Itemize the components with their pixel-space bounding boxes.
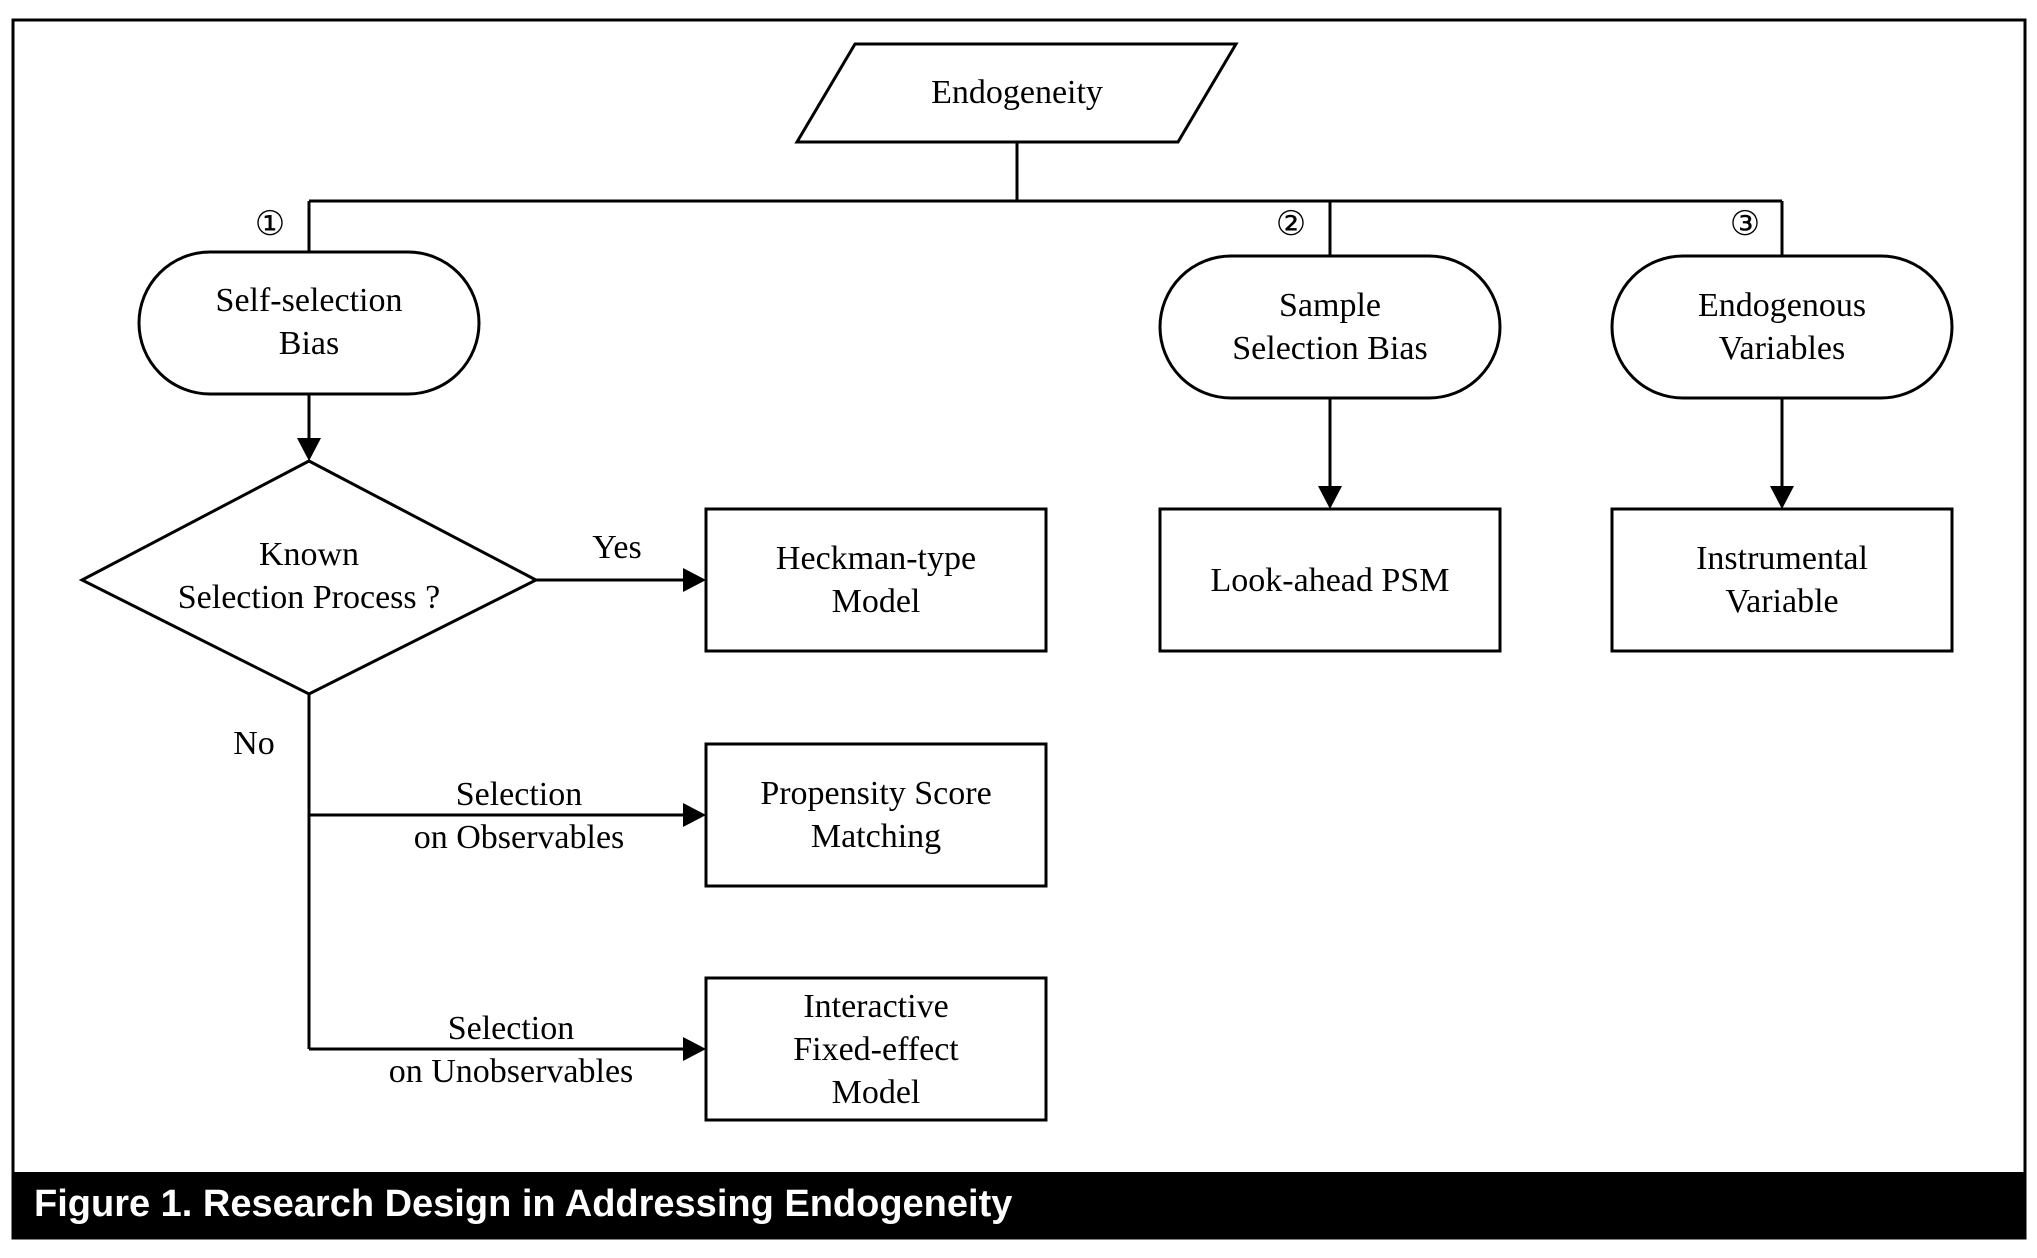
marker-3: ③ (1730, 206, 1760, 243)
ife-box (704, 976, 1048, 1122)
node-endogenous-variables: Endogenous Variables (1610, 254, 1954, 400)
ife-line-2: Fixed-effect (793, 1031, 959, 1068)
node-interactive-fixed-effect: Interactive Fixed-effect Model (704, 976, 1048, 1122)
figure-caption: Figure 1. Research Design in Addressing … (34, 1183, 1012, 1225)
edge-label-no: No (233, 725, 275, 762)
marker-2: ② (1276, 206, 1306, 243)
node-instrumental-variable: Instrumental Variable (1610, 507, 1954, 653)
node-known-selection-process: Known Selection Process ? (78, 459, 540, 696)
heckman-line-2: Model (832, 583, 921, 620)
heckman-line-1: Heckman-type (776, 540, 976, 577)
look-ahead-box (1158, 507, 1502, 653)
self-selection-line-1: Self-selection (216, 282, 403, 319)
endogenous-line-1: Endogenous (1698, 287, 1866, 324)
edge-label-yes: Yes (592, 529, 641, 566)
endogeneity-label: Endogeneity (931, 74, 1103, 111)
endogeneity-parallelogram (794, 42, 1239, 144)
edge-label-observables-2: on Observables (414, 819, 625, 856)
arrowhead-instrumental (1770, 486, 1794, 509)
endogenous-terminal (1610, 254, 1954, 400)
instrumental-box (1610, 507, 1954, 653)
edge-label-unobservables-2: on Unobservables (389, 1053, 634, 1090)
self-selection-line-2: Bias (279, 325, 339, 362)
edge-label-unobservables-1: Selection (448, 1010, 575, 1047)
decision-diamond (78, 459, 540, 696)
arrowhead-lookahead (1318, 486, 1342, 509)
psm-line-1: Propensity Score (760, 775, 991, 812)
node-sample-selection-bias: Sample Selection Bias (1158, 254, 1502, 400)
node-propensity-score-matching: Propensity Score Matching (704, 742, 1048, 888)
arrowhead-diamond (297, 438, 321, 461)
node-look-ahead-psm: Look-ahead PSM (1158, 507, 1502, 653)
look-ahead-label: Look-ahead PSM (1211, 562, 1450, 599)
instrumental-line-2: Variable (1725, 583, 1838, 620)
self-selection-terminal (137, 250, 481, 396)
arrowhead-heckman (683, 568, 706, 592)
caption-bar (13, 1172, 2025, 1238)
sample-selection-line-1: Sample (1279, 287, 1381, 324)
instrumental-line-1: Instrumental (1696, 540, 1868, 577)
psm-line-2: Matching (811, 818, 941, 855)
sample-selection-line-2: Selection Bias (1232, 330, 1427, 367)
ife-line-3: Model (832, 1074, 921, 1111)
psm-box (704, 742, 1048, 888)
edge-label-observables-1: Selection (456, 776, 583, 813)
node-endogeneity: Endogeneity (794, 42, 1239, 144)
ife-line-1: Interactive (803, 988, 948, 1025)
decision-line-2: Selection Process ? (178, 579, 441, 616)
marker-1: ① (255, 206, 285, 243)
connectors (297, 142, 1794, 1061)
sample-selection-terminal (1158, 254, 1502, 400)
arrowhead-ife (683, 1037, 706, 1061)
arrowhead-psm (683, 803, 706, 827)
decision-line-1: Known (259, 536, 359, 573)
node-self-selection-bias: Self-selection Bias (137, 250, 481, 396)
heckman-box (704, 507, 1048, 653)
node-heckman-model: Heckman-type Model (704, 507, 1048, 653)
endogenous-line-2: Variables (1719, 330, 1846, 367)
